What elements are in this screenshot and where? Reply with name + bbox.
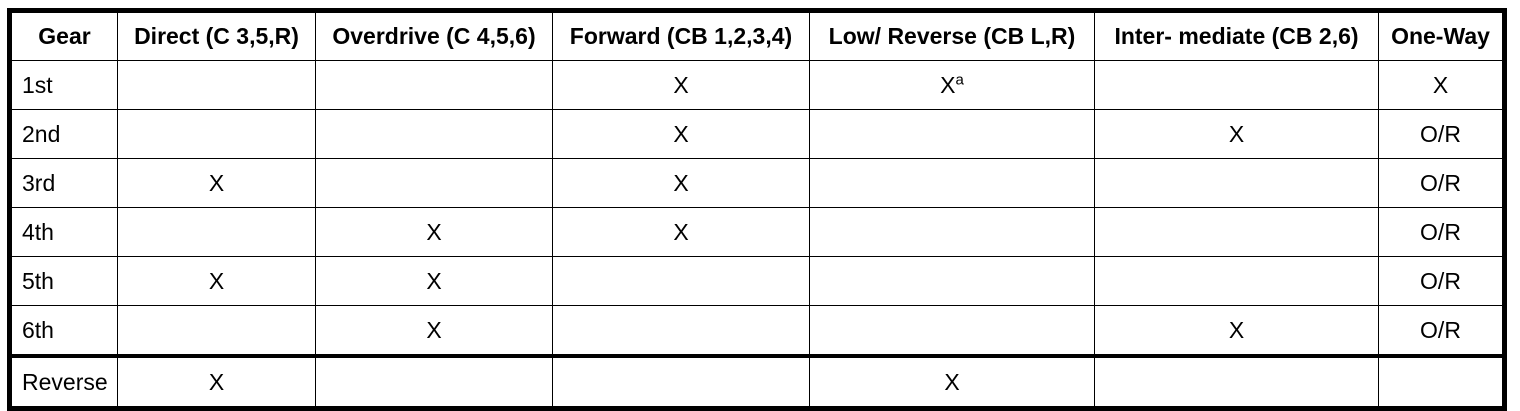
- cell-forward: X: [552, 60, 810, 110]
- row-label-gear: 2nd: [9, 109, 118, 159]
- cell-forward: [552, 256, 810, 306]
- cell-direct: [117, 60, 316, 110]
- column-header-gear: Gear: [9, 10, 118, 61]
- cell-lowreverse: X: [809, 354, 1095, 409]
- cell-lowreverse: [809, 207, 1095, 257]
- cell-oneway: O/R: [1378, 256, 1505, 306]
- cell-overdrive: [315, 60, 553, 110]
- cell-intermediate: [1094, 158, 1379, 208]
- column-header-low-reverse: Low/ Reverse (CB L,R): [809, 10, 1095, 61]
- cell-lowreverse: [809, 158, 1095, 208]
- table-header: Gear Direct (C 3,5,R) Overdrive (C 4,5,6…: [9, 10, 1505, 61]
- cell-forward: [552, 354, 810, 409]
- cell-oneway: O/R: [1378, 158, 1505, 208]
- table-header-row: Gear Direct (C 3,5,R) Overdrive (C 4,5,6…: [9, 10, 1505, 61]
- cell-intermediate: X: [1094, 109, 1379, 159]
- cell-overdrive: X: [315, 256, 553, 306]
- column-header-overdrive: Overdrive (C 4,5,6): [315, 10, 553, 61]
- cell-overdrive: [315, 109, 553, 159]
- cell-overdrive: X: [315, 207, 553, 257]
- cell-oneway: X: [1378, 60, 1505, 110]
- column-header-direct: Direct (C 3,5,R): [117, 10, 316, 61]
- cell-oneway: O/R: [1378, 305, 1505, 357]
- cell-direct: X: [117, 256, 316, 306]
- cell-direct: [117, 305, 316, 357]
- cell-overdrive: [315, 354, 553, 409]
- cell-forward: [552, 305, 810, 357]
- cell-forward: X: [552, 207, 810, 257]
- row-label-gear: 5th: [9, 256, 118, 306]
- row-label-gear: 1st: [9, 60, 118, 110]
- cell-lowreverse: [809, 109, 1095, 159]
- cell-direct: [117, 207, 316, 257]
- cell-overdrive: X: [315, 305, 553, 357]
- cell-lowreverse: Xa: [809, 60, 1095, 110]
- cell-intermediate: [1094, 354, 1379, 409]
- cell-forward: X: [552, 109, 810, 159]
- row-label-gear: 6th: [9, 305, 118, 357]
- gear-application-table-container: Gear Direct (C 3,5,R) Overdrive (C 4,5,6…: [7, 8, 1507, 411]
- cell-direct: X: [117, 158, 316, 208]
- cell-direct: X: [117, 354, 316, 409]
- cell-intermediate: [1094, 207, 1379, 257]
- cell-oneway: O/R: [1378, 109, 1505, 159]
- column-header-forward: Forward (CB 1,2,3,4): [552, 10, 810, 61]
- cell-intermediate: X: [1094, 305, 1379, 357]
- row-label-gear: 4th: [9, 207, 118, 257]
- cell-forward: X: [552, 158, 810, 208]
- row-label-gear: Reverse: [9, 354, 118, 409]
- row-label-gear: 3rd: [9, 158, 118, 208]
- column-header-intermediate: Inter- mediate (CB 2,6): [1094, 10, 1379, 61]
- cell-intermediate: [1094, 256, 1379, 306]
- column-header-one-way: One-Way: [1378, 10, 1505, 61]
- footnote-marker: a: [955, 70, 964, 88]
- cell-oneway: O/R: [1378, 207, 1505, 257]
- cell-overdrive: [315, 158, 553, 208]
- gear-application-table: Gear Direct (C 3,5,R) Overdrive (C 4,5,6…: [7, 8, 1507, 411]
- cell-oneway: [1378, 354, 1505, 409]
- cell-direct: [117, 109, 316, 159]
- cell-intermediate: [1094, 60, 1379, 110]
- cell-lowreverse: [809, 256, 1095, 306]
- cell-lowreverse: [809, 305, 1095, 357]
- cell-value: X: [940, 71, 956, 98]
